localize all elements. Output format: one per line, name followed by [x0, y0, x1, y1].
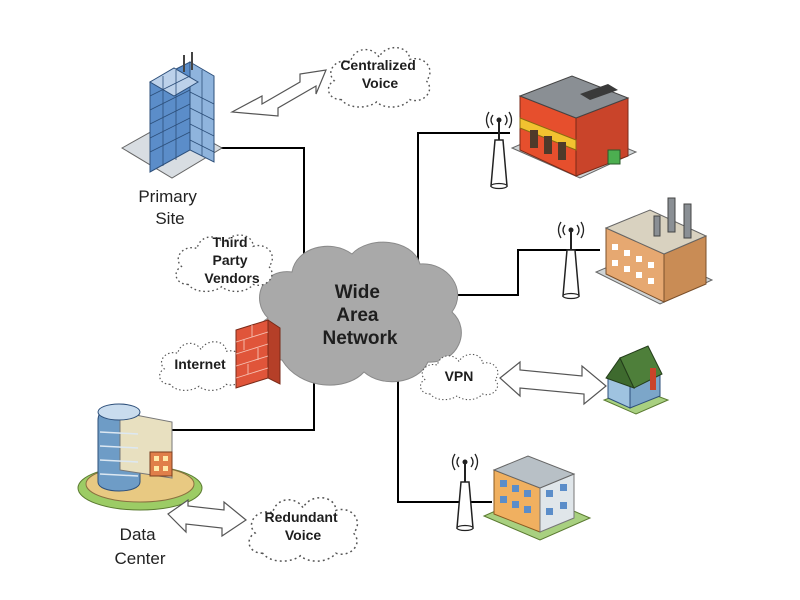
svg-text:Data Center: Data Center	[114, 525, 165, 568]
double-arrow-icon	[229, 69, 327, 117]
third-party-line2: Party	[213, 252, 248, 268]
apartment-building-icon	[482, 455, 592, 541]
link-primary-site	[214, 147, 305, 272]
wan-label-line1: Wide	[335, 282, 380, 303]
svg-text:Primary Site: Primary Site	[138, 187, 201, 228]
vpn-label: VPN	[445, 368, 474, 384]
link-data-center	[170, 368, 315, 431]
double-arrow-icon	[167, 498, 248, 538]
wireless-antenna-icon	[485, 111, 513, 190]
third-party-line1: Third	[213, 234, 248, 250]
wan-cloud: Wide Area Network	[255, 241, 462, 386]
cloud-centralized-voice: Centralized Voice	[327, 46, 431, 108]
internet-label: Internet	[174, 356, 226, 372]
svg-text:Redundant Voice: Redundant Voice	[265, 509, 342, 543]
connections	[170, 132, 600, 503]
wireless-antenna-icon	[557, 221, 585, 300]
link-factory	[432, 249, 600, 296]
data-center-label-line1: Data	[120, 525, 156, 544]
cloud-vpn: VPN	[419, 353, 499, 401]
wan-label-line3: Network	[323, 328, 398, 349]
svg-text:Third Party Vendor: Third Party Vendors	[204, 234, 259, 286]
svg-text:Internet: Internet	[174, 356, 226, 372]
double-arrow-icon	[499, 360, 607, 406]
redundant-voice-line1: Redundant	[265, 509, 338, 525]
primary-site-label-line1: Primary	[138, 187, 197, 206]
retail-store-icon	[510, 75, 638, 179]
cloud-third-party-vendors: Third Party Vendors	[175, 234, 274, 293]
wan-label-line2: Area	[336, 305, 379, 326]
firewall-icon	[235, 319, 281, 389]
house-icon	[602, 345, 670, 415]
primary-site-label-line2: Site	[155, 209, 184, 228]
data-center-building-icon	[77, 403, 203, 511]
third-party-line3: Vendors	[204, 270, 259, 286]
svg-text:Centralized Voice: Centralized Voice	[340, 57, 419, 91]
data-center-label-line2: Center	[114, 549, 165, 568]
wireless-antenna-icon	[451, 453, 479, 532]
centralized-voice-line2: Voice	[362, 75, 399, 91]
cloud-internet: Internet	[159, 341, 244, 391]
svg-text:VPN: VPN	[445, 368, 474, 384]
redundant-voice-line2: Voice	[285, 527, 322, 543]
office-tower-icon	[121, 52, 223, 179]
centralized-voice-line1: Centralized	[340, 57, 415, 73]
cloud-redundant-voice: Redundant Voice	[248, 496, 359, 562]
factory-icon	[594, 197, 714, 305]
link-retail	[417, 132, 510, 268]
svg-text:Wide Area Network: Wide Area Network	[323, 282, 398, 349]
